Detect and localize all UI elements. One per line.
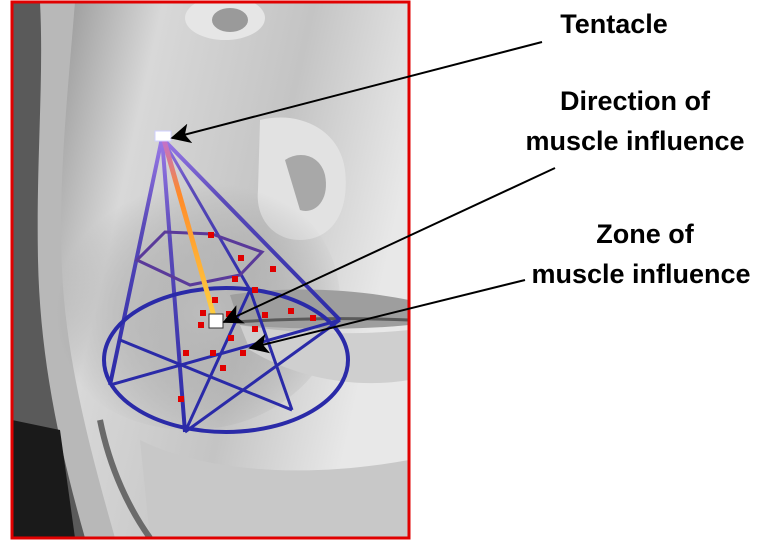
vertex-point: [226, 311, 232, 317]
face-render-panel: [12, 0, 409, 538]
direction-endpoint-marker: [209, 314, 223, 328]
direction-label-line2: muscle influence: [525, 126, 744, 156]
vertex-point: [210, 350, 216, 356]
eye-iris: [212, 8, 248, 32]
vertex-point: [208, 232, 214, 238]
vertex-point: [238, 255, 244, 261]
zone-label-line2: muscle influence: [531, 259, 750, 289]
vertex-point: [252, 287, 258, 293]
vertex-point: [240, 350, 246, 356]
vertex-point: [198, 322, 204, 328]
tentacle-label: Tentacle: [560, 9, 668, 39]
vertex-point: [220, 365, 226, 371]
vertex-point: [183, 350, 189, 356]
vertex-point: [200, 310, 206, 316]
vertex-point: [212, 297, 218, 303]
vertex-point: [270, 266, 276, 272]
vertex-point: [228, 335, 234, 341]
direction-label-line1: Direction of: [560, 86, 711, 116]
vertex-point: [232, 276, 238, 282]
tentacle-apex-marker: [155, 131, 171, 141]
vertex-point: [288, 308, 294, 314]
vertex-point: [178, 396, 184, 402]
vertex-point: [252, 326, 258, 332]
zone-label-line1: Zone of: [596, 219, 694, 249]
vertex-point: [310, 315, 316, 321]
vertex-point: [262, 312, 268, 318]
